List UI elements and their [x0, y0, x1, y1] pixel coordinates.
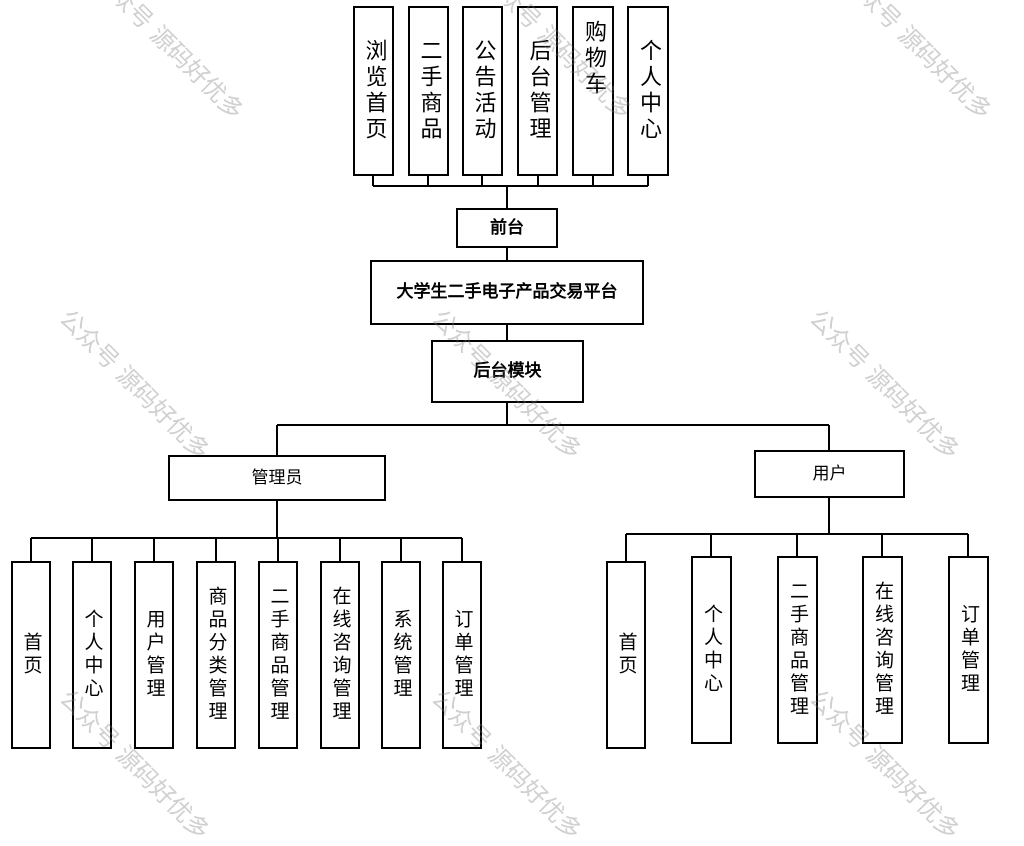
front-module-personal-center: 个人中心 [627, 6, 669, 176]
front-module-label: 公告活动 [470, 39, 496, 143]
platform-node: 大学生二手电子产品交易平台 [370, 260, 644, 325]
admin-module-second-hand-management: 二手商品管理 [258, 561, 298, 749]
front-module-label: 个人中心 [636, 39, 661, 143]
front-module-announcements: 公告活动 [462, 6, 503, 176]
front-module-backend-admin: 后台管理 [517, 6, 558, 176]
user-module-label: 在线咨询管理 [872, 581, 894, 719]
admin-module-label: 商品分类管理 [205, 586, 228, 724]
user-node: 用户 [754, 450, 905, 498]
backend-label: 后台模块 [473, 361, 542, 382]
front-module-label: 购物车 [581, 20, 606, 98]
admin-module-label: 在线咨询管理 [329, 586, 352, 724]
admin-module-personal-center: 个人中心 [72, 561, 112, 749]
admin-module-category-management: 商品分类管理 [196, 561, 236, 749]
admin-module-label: 订单管理 [451, 609, 474, 701]
user-module-label: 首页 [615, 632, 638, 678]
frontend-label: 前台 [490, 217, 524, 238]
backend-node: 后台模块 [431, 340, 584, 403]
admin-node: 管理员 [168, 455, 386, 501]
user-module-personal-center: 个人中心 [691, 556, 732, 744]
front-module-cart: 购物车 [572, 6, 614, 176]
user-module-home: 首页 [606, 561, 646, 749]
admin-module-home: 首页 [11, 561, 51, 749]
front-module-second-hand: 二手商品 [408, 6, 449, 176]
admin-module-user-management: 用户管理 [134, 561, 174, 749]
admin-module-consult-management: 在线咨询管理 [320, 561, 360, 749]
front-module-label: 后台管理 [525, 39, 551, 143]
front-module-label: 二手商品 [416, 39, 442, 143]
user-module-order-management: 订单管理 [948, 556, 989, 744]
admin-module-label: 个人中心 [81, 609, 104, 701]
admin-module-label: 用户管理 [143, 609, 166, 701]
user-module-label: 二手商品管理 [787, 581, 809, 719]
user-module-second-hand-management: 二手商品管理 [777, 556, 818, 744]
admin-module-system-management: 系统管理 [381, 561, 421, 749]
admin-label: 管理员 [251, 467, 303, 488]
user-module-consult-management: 在线咨询管理 [862, 556, 903, 744]
admin-module-label: 系统管理 [390, 609, 413, 701]
front-module-label: 浏览首页 [361, 39, 387, 143]
front-module-browse-home: 浏览首页 [353, 6, 394, 176]
user-label: 用户 [812, 463, 847, 484]
user-module-label: 个人中心 [701, 604, 723, 696]
platform-label: 大学生二手电子产品交易平台 [396, 282, 618, 303]
admin-module-order-management: 订单管理 [442, 561, 482, 749]
admin-module-label: 首页 [20, 632, 43, 678]
user-module-label: 订单管理 [958, 604, 980, 696]
admin-module-label: 二手商品管理 [267, 586, 290, 724]
connector-lines [30, 175, 969, 561]
frontend-node: 前台 [456, 208, 558, 248]
